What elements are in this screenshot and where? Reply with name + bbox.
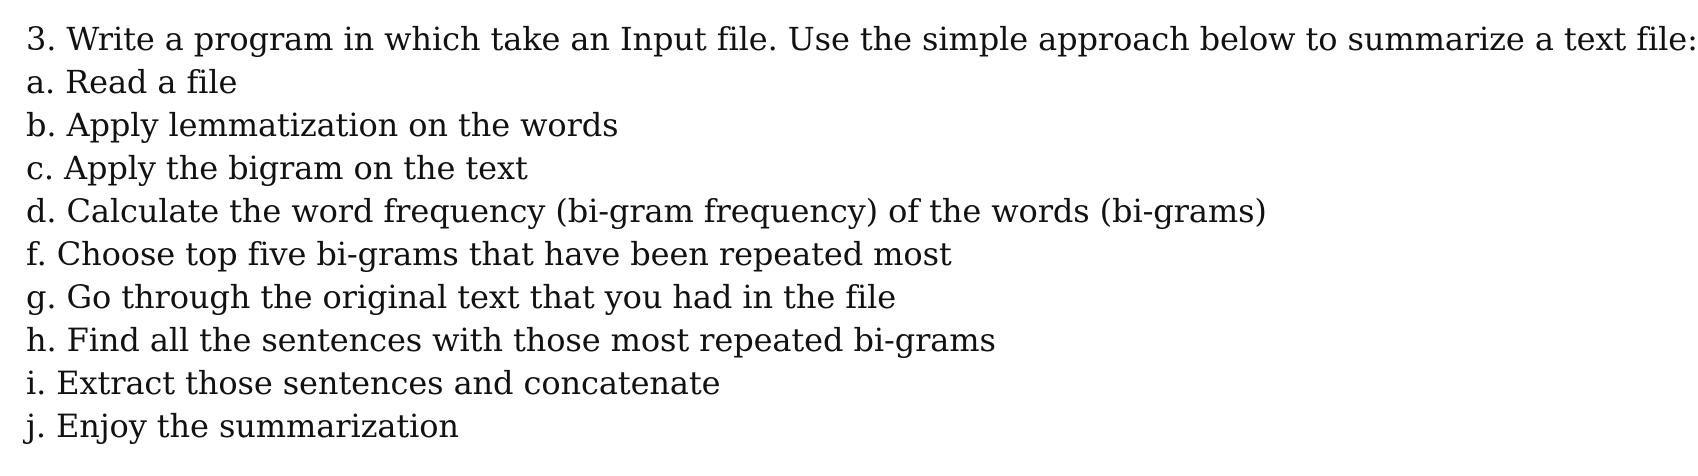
steps-list: a. Read a file b. Apply lemmatization on… [26,61,1656,448]
question-heading: 3. Write a program in which take an Inpu… [26,20,1698,58]
step-f: f. Choose top five bi-grams that have be… [26,235,952,273]
step-j: j. Enjoy the summarization [26,407,459,445]
step-h: h. Find all the sentences with those mos… [26,321,996,359]
step-b: b. Apply lemmatization on the words [26,106,619,144]
step-a: a. Read a file [26,63,238,101]
step-c: c. Apply the bigram on the text [26,149,528,187]
step-g: g. Go through the original text that you… [26,278,897,316]
step-i: i. Extract those sentences and concatena… [26,364,721,402]
step-d: d. Calculate the word frequency (bi-gram… [26,192,1267,230]
document-body: 3. Write a program in which take an Inpu… [26,18,1698,448]
